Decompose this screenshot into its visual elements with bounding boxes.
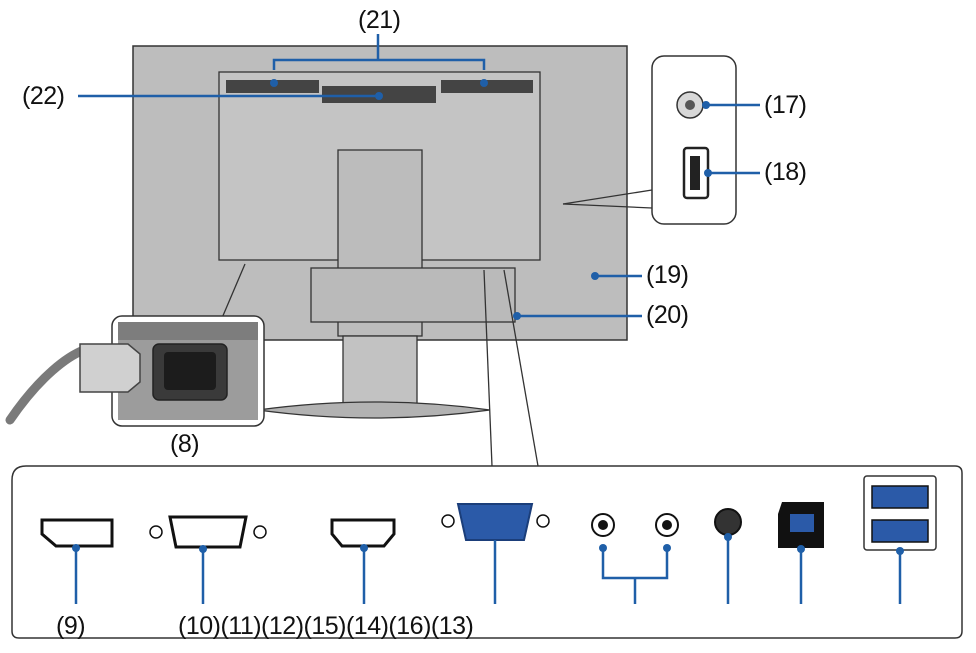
bottom-ports-panel bbox=[11, 269, 963, 639]
dot-usb-a bbox=[896, 547, 904, 555]
power-inset-top-strip bbox=[118, 322, 258, 340]
bottom-pointer-left bbox=[483, 269, 493, 467]
side-port-inset bbox=[562, 55, 737, 225]
label-20: (20) bbox=[646, 301, 689, 329]
power-plug-icon bbox=[79, 343, 141, 393]
audio-out-jack bbox=[714, 508, 742, 536]
usb-side-port-tongue bbox=[690, 156, 700, 190]
callouts bbox=[74, 34, 902, 604]
dvi-port-icon bbox=[168, 515, 248, 549]
label-9: (9) bbox=[56, 612, 86, 640]
dot-audio-in-a bbox=[599, 544, 607, 552]
hdmi-port-icon bbox=[330, 518, 396, 548]
dot-22 bbox=[375, 92, 383, 100]
dot-usb-b bbox=[797, 545, 805, 553]
dot-audio-in-b bbox=[663, 544, 671, 552]
stand-neck bbox=[342, 335, 418, 407]
dot-19 bbox=[591, 272, 599, 280]
audio-in-jack-b-center bbox=[662, 520, 672, 530]
side-inset-pointer-a bbox=[562, 189, 653, 205]
vga-screw-left bbox=[441, 514, 455, 528]
label-17: (17) bbox=[764, 91, 807, 119]
label-21: (21) bbox=[358, 6, 401, 34]
dot-audio-out bbox=[724, 533, 732, 541]
vga-port-icon bbox=[456, 503, 534, 541]
side-inset-pointer-b bbox=[562, 203, 653, 209]
dot-10 bbox=[199, 545, 207, 553]
callout-dots bbox=[72, 79, 904, 555]
usb-b-port-tongue bbox=[790, 514, 814, 532]
label-18: (18) bbox=[764, 158, 807, 186]
usb-a-port-1 bbox=[871, 485, 929, 509]
label-19: (19) bbox=[646, 261, 689, 289]
label-bottom-row: (10)(11)(12)(15)(14)(16)(13) bbox=[178, 612, 474, 640]
dot-17 bbox=[702, 101, 710, 109]
displayport-icon bbox=[40, 518, 114, 548]
headphone-jack-center bbox=[685, 100, 695, 110]
audio-in-jack-a-center bbox=[598, 520, 608, 530]
dot-21-right bbox=[480, 79, 488, 87]
dvi-screw-left bbox=[149, 525, 163, 539]
handle-slot-right bbox=[441, 80, 533, 93]
power-pointer bbox=[221, 263, 246, 319]
usb-a-port-2 bbox=[871, 519, 929, 543]
power-cord bbox=[5, 345, 89, 425]
dot-18 bbox=[704, 169, 712, 177]
stand-base bbox=[257, 401, 491, 419]
dot-20 bbox=[513, 312, 521, 320]
dot-21-left bbox=[270, 79, 278, 87]
dot-9 bbox=[72, 544, 80, 552]
label-22: (22) bbox=[22, 82, 65, 110]
power-inlet-inset bbox=[5, 263, 265, 427]
dot-15 bbox=[360, 544, 368, 552]
side-inset-frame bbox=[651, 55, 737, 225]
ac-inlet-socket bbox=[164, 352, 216, 390]
dvi-screw-right bbox=[253, 525, 267, 539]
label-8: (8) bbox=[170, 430, 200, 458]
bottom-panel-frame bbox=[11, 465, 963, 639]
cable-holder bbox=[310, 267, 516, 323]
vga-screw-right bbox=[536, 514, 550, 528]
bottom-pointer-right bbox=[503, 269, 539, 467]
